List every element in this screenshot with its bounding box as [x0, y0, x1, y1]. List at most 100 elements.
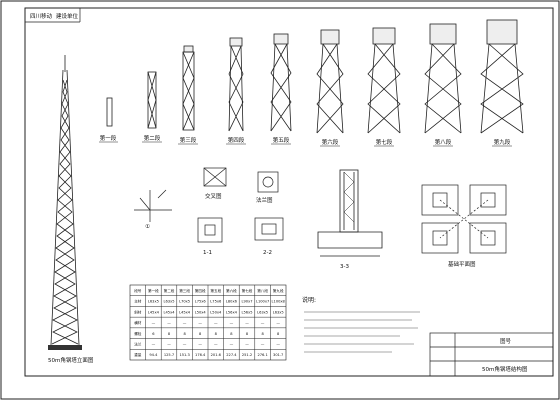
table-cell: 横材 [134, 320, 142, 325]
segment-6-drawing [316, 29, 344, 134]
table-cell: — [183, 343, 187, 347]
segment-label-1: 第一段 [100, 134, 117, 142]
table-cell: — [198, 343, 202, 347]
flange-detail [257, 171, 279, 193]
title-block-row-1: 图号 [500, 337, 512, 345]
title-block [429, 332, 554, 377]
table-cell: L50x4 [210, 310, 222, 314]
table-header-cell: 第三段 [179, 288, 190, 293]
table-header-cell: 第一段 [148, 288, 159, 293]
segment-label-5: 第五段 [273, 136, 290, 144]
table-header-cell: 第四段 [195, 288, 206, 293]
table-cell: 法兰 [134, 342, 142, 347]
table-cell: — [167, 321, 171, 325]
table-cell: — [245, 343, 249, 347]
table-cell: 176.4 [195, 353, 206, 357]
table-cell: — [276, 343, 280, 347]
header-left-label: 四川移动 [30, 12, 53, 20]
node-detail-label: ① [145, 224, 150, 230]
table-cell: L100x8 [272, 300, 286, 304]
table-header-cell: 第六段 [226, 288, 237, 293]
table-cell: 8 [168, 332, 171, 336]
table-cell: — [230, 321, 234, 325]
table-cell: — [152, 343, 156, 347]
notes-lines [304, 311, 420, 353]
flange-detail-label: 法兰图 [256, 196, 273, 204]
table-cell: 8 [215, 332, 218, 336]
tower-base [48, 345, 82, 350]
table-cell: L90x7 [242, 300, 253, 304]
section-1-1-label: 1-1 [203, 250, 212, 256]
segment-label-9: 第九段 [494, 138, 511, 146]
foundation-plan-drawing [421, 184, 507, 254]
table-cell: 8 [261, 332, 264, 336]
segment-3-drawing [182, 45, 195, 131]
table-cell: L63x5 [164, 300, 175, 304]
cross-detail-label: 交叉图 [205, 192, 222, 200]
table-cell: — [245, 321, 249, 325]
table-cell: 主材 [134, 299, 142, 304]
table-cell: L63x5 [257, 310, 268, 314]
table-cell: L63x5 [273, 310, 284, 314]
table-cell: 6 [152, 332, 155, 336]
section-1-1-drawing [197, 217, 223, 243]
table-cell: 8 [246, 332, 249, 336]
table-cell: 301.7 [273, 353, 283, 357]
segment-label-2: 第二段 [144, 134, 161, 142]
segment-9-drawing [480, 19, 524, 134]
segment-label-6: 第六段 [322, 138, 339, 146]
table-cell: L80x6 [226, 300, 238, 304]
table-cell: 125.7 [164, 353, 174, 357]
segment-label-4: 第四段 [228, 136, 245, 144]
segment-7-drawing [367, 27, 401, 134]
table-cell: L45x4 [148, 310, 160, 314]
segment-5-drawing [270, 33, 292, 132]
table-header-cell: 第五段 [210, 288, 221, 293]
segment-label-3: 第三段 [180, 136, 197, 144]
table-cell: — [261, 321, 265, 325]
table-cell: L56x4 [226, 310, 238, 314]
section-3-3-drawing [317, 169, 383, 257]
table-cell: 8 [199, 332, 202, 336]
table-cell: 227.4 [226, 353, 237, 357]
section-3-3-label: 3-3 [340, 264, 349, 270]
segment-4-drawing [228, 37, 244, 132]
tower-elevation-label: 50m角钢塔立面图 [48, 356, 94, 364]
table-cell: — [214, 321, 218, 325]
table-cell: 斜材 [134, 309, 142, 314]
foundation-plan-label: 基础平面图 [448, 260, 476, 268]
section-2-2-drawing [254, 217, 284, 241]
table-cell: L100x7 [256, 300, 269, 304]
table-cell: 8 [277, 332, 280, 336]
table-header-cell: 第二段 [164, 288, 175, 293]
table-cell: L50x4 [195, 310, 207, 314]
table-cell: 重量 [134, 352, 142, 357]
table-cell: L70x5 [179, 300, 190, 304]
table-header-cell: 第八段 [257, 288, 268, 293]
cross-detail [203, 167, 227, 187]
segment-2-drawing [147, 71, 157, 129]
table-cell: — [152, 321, 156, 325]
table-header-cell: 段号 [134, 288, 142, 293]
table-header-cell: 第七段 [242, 288, 253, 293]
node-detail [134, 189, 172, 222]
segment-label-8: 第八段 [435, 138, 452, 146]
table-cell: L75x6 [210, 300, 222, 304]
title-block-row-2: 50m角钢塔结构图 [482, 365, 528, 373]
segment-1-drawing [106, 97, 113, 127]
header-right-label: 建设单位 [56, 12, 79, 20]
segment-8-drawing [424, 23, 462, 134]
section-2-2-label: 2-2 [263, 250, 272, 256]
table-cell: 276.1 [257, 353, 267, 357]
inner-frame [24, 7, 554, 377]
table-cell: L45x4 [164, 310, 176, 314]
table-cell: L75x6 [195, 300, 207, 304]
table-cell: 201.6 [211, 353, 222, 357]
table-cell: — [198, 321, 202, 325]
table-cell: L63x5 [148, 300, 159, 304]
table-cell: — [214, 343, 218, 347]
table-header-cell: 第九段 [273, 288, 284, 293]
